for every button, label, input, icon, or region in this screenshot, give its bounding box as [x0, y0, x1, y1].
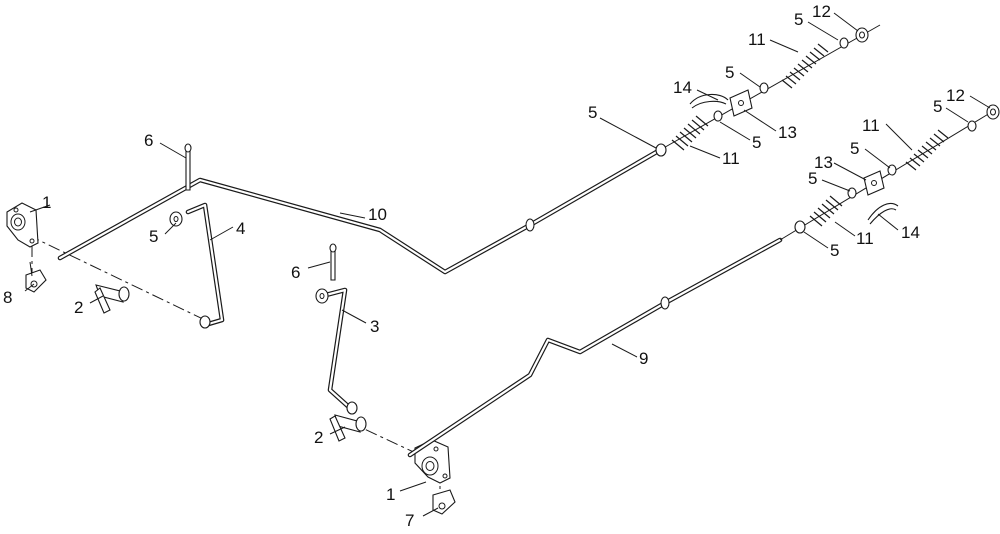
callout-11-upper-upper: 11: [748, 30, 766, 49]
callout-10: 10: [368, 205, 387, 224]
washer-lower: [315, 288, 329, 304]
callout-9: 9: [639, 349, 648, 368]
callout-5-rod9: 5: [830, 241, 839, 260]
callout-7: 7: [405, 511, 414, 530]
rod-9: [407, 237, 783, 458]
callout-1-left: 1: [42, 193, 51, 212]
callout-11-lower-upper: 11: [862, 116, 880, 135]
rod-3: [319, 287, 358, 415]
callout-8: 8: [3, 288, 12, 307]
upper-spring-stack: [655, 24, 881, 157]
lower-swivel-block: [863, 170, 885, 196]
callout-5-lower-top: 5: [850, 139, 859, 158]
callout-5-lower-block: 5: [808, 169, 817, 188]
lower-cotter-pin: [329, 243, 337, 281]
callout-5-upper-mid: 5: [752, 133, 761, 152]
lower-hair-pin: [867, 202, 899, 225]
upper-swivel-block: [729, 89, 753, 117]
callout-13-lower: 13: [814, 153, 833, 172]
callout-11-upper-lower: 11: [722, 149, 740, 168]
lower-spring-lower: [809, 195, 843, 227]
washer-left-upper: [169, 211, 183, 227]
callout-5-left: 5: [149, 227, 158, 246]
callout-2-left: 2: [74, 298, 83, 317]
upper-hair-pin: [689, 93, 729, 109]
callout-5-upper-top: 5: [794, 10, 803, 29]
callout-labels: 1 8 2 6 5 4 10 6 3 2 1 7 9 5 11 5 13 14 …: [3, 2, 965, 530]
leader-lines: [24, 12, 991, 517]
callout-3: 3: [370, 317, 379, 336]
lower-assembly: [329, 414, 456, 515]
rod-10: [57, 147, 663, 275]
callout-6-upper: 6: [144, 131, 153, 150]
lower-nut: [986, 104, 1000, 120]
upper-spring-upper: [781, 43, 829, 89]
callout-11-lower-lower: 11: [856, 229, 874, 248]
upper-cotter-pin: [184, 143, 192, 191]
callout-13-upper: 13: [778, 123, 797, 142]
callout-1-lower: 1: [386, 485, 395, 504]
rod-4: [185, 202, 225, 329]
lower-clevis-bolt: [329, 414, 367, 442]
upper-spring-lower: [671, 115, 709, 151]
lower-spring-upper: [905, 129, 949, 171]
callout-14-upper: 14: [673, 78, 692, 97]
lower-clevis: [432, 489, 456, 515]
callout-12-upper: 12: [812, 2, 831, 21]
lower-spring-stack: [779, 104, 1000, 241]
left-clevis-bolt: [94, 284, 130, 314]
callout-5-rod10: 5: [588, 103, 597, 122]
callout-14-lower: 14: [901, 223, 920, 242]
callout-12-lower: 12: [946, 86, 965, 105]
callout-4: 4: [236, 219, 245, 238]
callout-2-lower: 2: [314, 428, 323, 447]
callout-5-lower-right: 5: [933, 97, 942, 116]
upper-nut: [855, 27, 869, 43]
callout-6-lower: 6: [291, 263, 300, 282]
callout-5-upper-block: 5: [725, 63, 734, 82]
